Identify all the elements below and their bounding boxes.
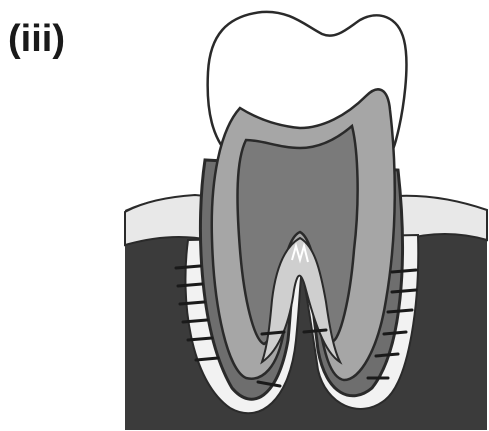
fiber	[388, 310, 412, 312]
fiber	[183, 320, 207, 322]
fiber	[304, 330, 326, 332]
fiber	[384, 332, 406, 334]
gingiva-right	[397, 196, 487, 240]
gingiva-left	[125, 195, 210, 245]
fiber	[178, 284, 202, 286]
fiber	[176, 266, 200, 268]
fiber	[180, 302, 204, 304]
fiber	[392, 290, 416, 292]
fiber	[262, 332, 284, 334]
fiber	[392, 270, 416, 272]
fiber	[188, 338, 212, 340]
fiber	[196, 358, 218, 360]
fiber	[376, 354, 398, 356]
